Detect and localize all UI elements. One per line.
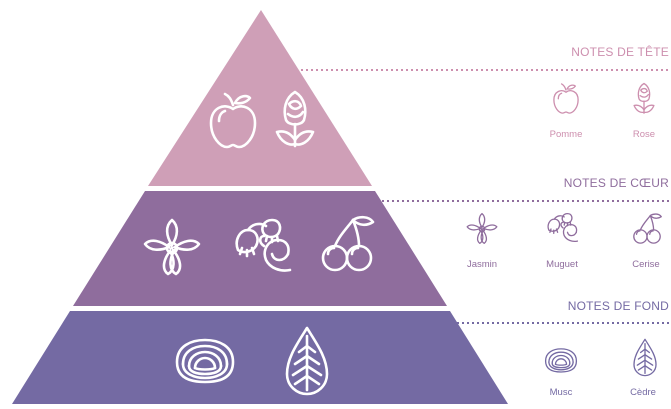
pyramid-tier-top xyxy=(148,10,372,186)
note-name-muguet: Muguet xyxy=(546,259,578,270)
pyramid-tier-middle xyxy=(73,191,447,306)
legend-rose-icon xyxy=(633,82,655,114)
note-name-musc: Musc xyxy=(549,387,573,398)
note-name-cedre: Cèdre xyxy=(630,387,656,398)
legend-cedar-icon xyxy=(633,338,657,377)
note-name-cerise: Cerise xyxy=(632,259,660,270)
note-name-jasmin: Jasmin xyxy=(466,259,498,270)
tier-label-middle: NOTES DE CŒUR xyxy=(563,176,669,190)
legend-jasmine-icon xyxy=(466,212,498,244)
legend-apple-icon xyxy=(553,83,579,114)
note-name-rose: Rose xyxy=(632,129,656,140)
pyramid-tier-base xyxy=(12,311,508,404)
legend-lily-of-the-valley-icon xyxy=(547,212,579,243)
legend-musk-icon xyxy=(544,348,578,373)
note-name-pomme: Pomme xyxy=(549,129,583,140)
tier-label-top: NOTES DE TÊTE xyxy=(571,45,669,59)
tier-label-base: NOTES DE FOND xyxy=(567,299,669,313)
legend-cherry-icon xyxy=(633,213,662,244)
